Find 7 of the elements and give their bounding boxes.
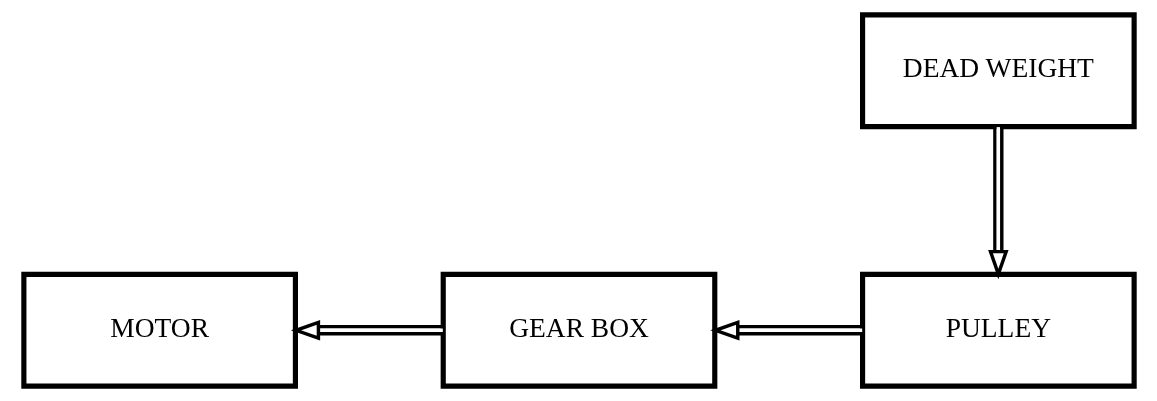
node-box: PULLEY: [859, 271, 1137, 389]
node-box: DEAD WEIGHT: [859, 12, 1137, 130]
node-box: GEAR BOX: [440, 271, 717, 389]
node-box: MOTOR: [20, 271, 298, 389]
arrow: [709, 320, 862, 341]
arrow: [987, 127, 1009, 280]
arrow: [290, 320, 443, 341]
